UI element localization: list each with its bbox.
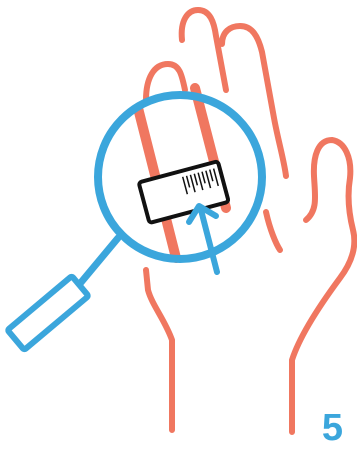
arrow-up-icon [189, 206, 217, 272]
magnifying-glass-icon [7, 95, 262, 350]
step-number: 5 [322, 409, 343, 447]
